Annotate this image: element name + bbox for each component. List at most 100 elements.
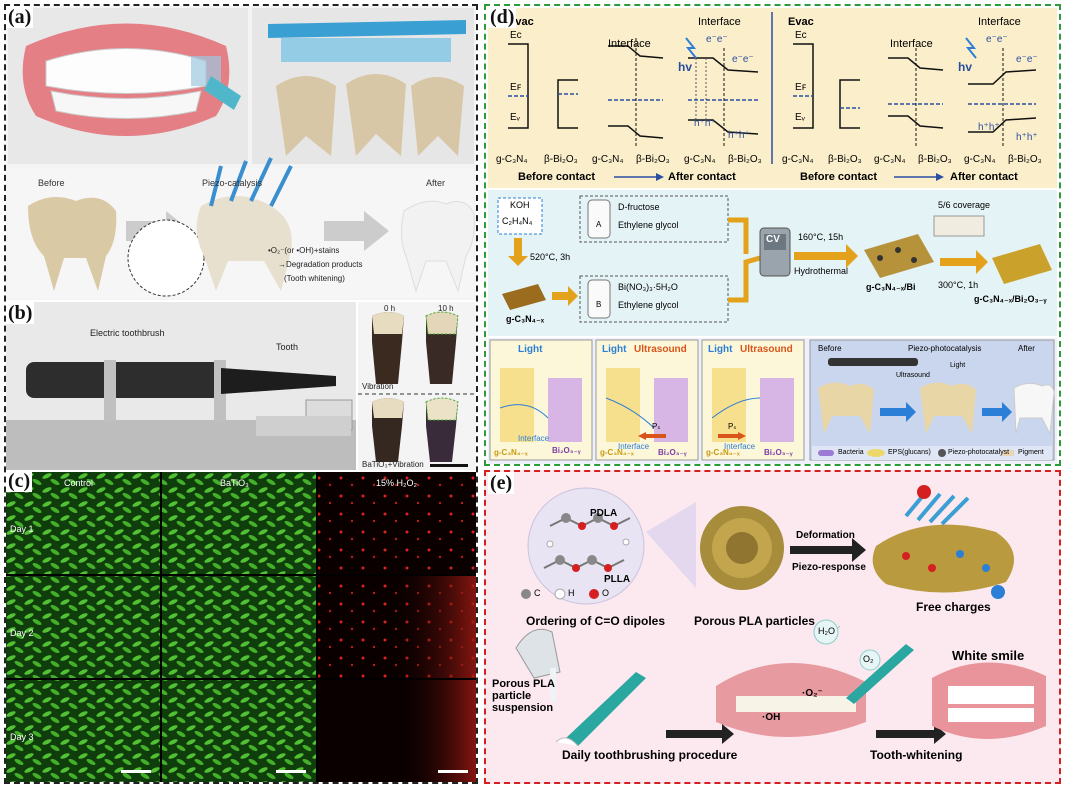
label-atom-c: C — [534, 588, 541, 598]
label-interface-m1: Interface — [518, 434, 550, 443]
label-gcn-1: g-C₃N₄ — [496, 154, 528, 165]
row-label-day2: Day 2 — [10, 628, 34, 638]
label-suspension: Porous PLA particle suspension — [492, 678, 555, 714]
label-ros: •O₂⁻(or •OH)+stains — [268, 246, 340, 255]
label-gcn-3: g-C₃N₄ — [684, 154, 716, 165]
panel-b-photo — [6, 302, 476, 470]
label-tooth: Tooth — [276, 342, 299, 352]
label-tooth-whitening: Tooth-whitening — [870, 748, 963, 762]
label-hv-left: hv — [678, 60, 693, 74]
panel-c: Control BaTiO₃ 15% H₂O₂ Day 1 Day 2 Day … — [6, 472, 476, 782]
label-ps-2: Pₛ — [728, 422, 737, 431]
label-gcn-2: g-C₃N₄ — [592, 154, 624, 165]
label-c2h4n4: C₂H₄N₄ — [502, 216, 533, 226]
label-gcnx-m3: g-C₃N₄₋ₓ — [706, 448, 740, 457]
label-hv-right: hv — [958, 60, 973, 74]
label-degradation: →Degradation products — [278, 260, 363, 269]
label-bino3: Bi(NO₃)₃·5H₂O — [618, 282, 678, 292]
label-vibration: Vibration — [362, 382, 394, 391]
label-white-smile: White smile — [952, 648, 1025, 663]
label-bio-m2: Bi₂O₃₋ᵧ — [658, 448, 687, 457]
label-bbo-5: β-Bi₂O₃ — [918, 154, 952, 165]
label-after-contact-left: After contact — [668, 171, 736, 183]
label-holes-right-2: h⁺h⁺ — [1016, 132, 1038, 143]
label-ps-1: Pₛ — [652, 422, 661, 431]
label-160c: 160°C, 15h — [798, 232, 844, 242]
panel-e: PDLA PLLA C H O Ordering of C=O dipoles … — [484, 470, 1061, 784]
label-ev-left: Eᵥ — [510, 112, 520, 123]
label-holes-right: h⁺h⁺ — [978, 122, 1000, 133]
label-piezo-catalysis: Piezo-catalysis — [202, 178, 263, 188]
label-ultrasound-2: Ultrasound — [740, 344, 793, 355]
label-gcn-6: g-C₃N₄ — [964, 154, 996, 165]
label-gcnx-m1: g-C₃N₄₋ₓ — [494, 448, 528, 457]
label-piezo-response: Piezo-response — [792, 562, 866, 573]
label-interface-4: Interface — [978, 16, 1021, 28]
label-vial-b: B — [596, 300, 602, 309]
band-diagram-svg — [508, 12, 1037, 181]
label-ec-right: Eᴄ — [795, 30, 807, 41]
label-holes-left-2: h⁺h⁺ — [728, 130, 750, 141]
label-scheme-piezo: Piezo-photocatalysis — [908, 344, 982, 353]
panel-c-label: (c) — [6, 470, 33, 492]
label-interface-2: Interface — [698, 16, 741, 28]
mechanism-section: Light Light Ultrasound Light Ultrasound … — [488, 338, 1057, 464]
label-atom-h: H — [568, 588, 575, 598]
label-atom-o: O — [602, 588, 610, 598]
label-before-contact-left: Before contact — [518, 171, 596, 183]
label-ec-left: Eᴄ — [510, 30, 522, 41]
label-cv: CV — [766, 234, 780, 245]
label-deformation: Deformation — [796, 530, 855, 541]
label-scheme-after: After — [1018, 344, 1035, 353]
panel-a-label: (a) — [6, 6, 34, 28]
label-interface-1: Interface — [608, 38, 651, 50]
label-daily-brushing: Daily toothbrushing procedure — [562, 748, 738, 762]
label-gcn-5: g-C₃N₄ — [874, 154, 906, 165]
label-oh-radical: ·OH — [762, 712, 781, 723]
label-electrons-left: e⁻e⁻ — [706, 34, 728, 45]
label-electrons-right-2: e⁻e⁻ — [1016, 54, 1038, 65]
panel-a: Before Piezo-catalysis After •O₂⁻(or •OH… — [6, 6, 476, 300]
label-fructose: D-fructose — [618, 202, 660, 212]
label-scheme-before: Before — [818, 344, 842, 353]
panel-c-microscopy-grid — [6, 472, 476, 782]
synthesis-section: KOH C₂H₄N₄ 520°C, 3h g-C₃N₄₋ₓ D-fructose… — [488, 190, 1057, 336]
label-520c: 520°C, 3h — [530, 252, 571, 262]
synthesis-svg — [497, 195, 1052, 323]
label-gcnbio: g-C₃N₄₋ₓ/Bi₂O₃₋ᵧ — [974, 294, 1047, 304]
label-o2: O₂ — [863, 654, 874, 664]
label-after: After — [426, 178, 446, 188]
panel-e-label: (e) — [488, 472, 515, 494]
label-koh: KOH — [510, 200, 530, 210]
label-whitening: (Tooth whitening) — [284, 274, 345, 283]
panel-e-svg — [515, 485, 1046, 747]
label-scheme-light: Light — [950, 362, 966, 369]
left-column-panels — [4, 4, 478, 784]
label-interface-m3: Interface — [724, 442, 756, 451]
label-scheme-ultrasound: Ultrasound — [896, 372, 930, 379]
col-label-h2o2: 15% H₂O₂ — [376, 478, 418, 488]
label-plla: PLLA — [604, 574, 631, 585]
panel-d-label: (d) — [488, 6, 517, 28]
label-ev-right: Eᵥ — [795, 112, 805, 123]
label-light-2: Light — [602, 344, 627, 355]
panel-b-label: (b) — [6, 302, 35, 324]
label-gcn-4: g-C₃N₄ — [782, 154, 814, 165]
label-10h: 10 h — [438, 304, 454, 313]
label-gcnx: g-C₃N₄₋ₓ — [506, 314, 544, 324]
label-bbo-6: β-Bi₂O₃ — [1008, 154, 1042, 165]
label-hydrothermal: Hydrothermal — [794, 266, 849, 276]
row-label-day3: Day 3 — [10, 732, 34, 742]
label-bto-vibration: BaTiO₃+Vibration — [362, 460, 424, 469]
label-holes-left: h⁺h⁺ — [694, 118, 716, 129]
label-interface-m2: Interface — [618, 442, 650, 451]
label-electrons-left-2: e⁻e⁻ — [732, 54, 754, 65]
label-coverage: 5/6 coverage — [938, 200, 991, 210]
label-porous-pla: Porous PLA particles — [694, 614, 815, 628]
label-electric-toothbrush: Electric toothbrush — [90, 328, 165, 338]
label-pdla: PDLA — [590, 508, 618, 519]
label-ef-right: Eꜰ — [795, 82, 807, 93]
label-evac-right: Evac — [788, 16, 814, 28]
row-label-day1: Day 1 — [10, 524, 34, 534]
label-bio-m1: Bi₂O₃₋ᵧ — [552, 446, 581, 455]
